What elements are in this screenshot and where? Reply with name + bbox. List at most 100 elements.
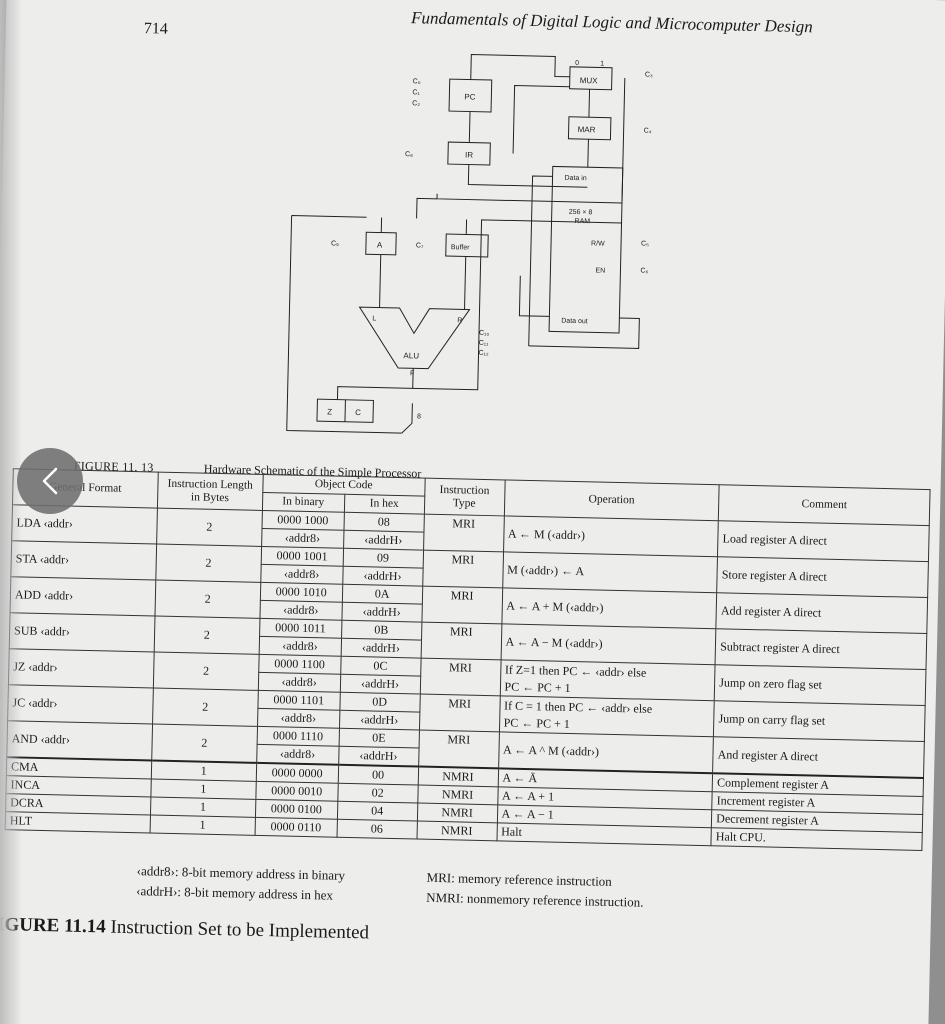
length-cell: 2 [151,723,258,763]
mar-label: MAR [578,125,596,134]
z-flag-label: Z [327,407,332,416]
type-cell: NMRI [416,803,498,823]
binary-addr-cell: ‹addr8› [258,636,342,657]
hex-cell: 0C [340,656,421,677]
page-number: 714 [143,20,169,38]
hex-addr-cell: ‹addrH› [341,602,422,623]
length-cell: 2 [152,688,259,727]
binary-cell: 0000 1101 [257,690,340,711]
header-operation: Operation [503,479,720,521]
data-out-label: Data out [561,318,588,326]
c-flag-label: C [355,408,361,417]
binary-addr-cell: ‹addr8› [260,564,343,585]
header-comment: Comment [718,484,931,526]
c8-label: C₈ [405,151,413,158]
alu-l-label: L [372,315,376,322]
header-in-binary: In binary [262,492,345,513]
mux-block [569,66,613,91]
instruction-set-table: General Format Instruction Length in Byt… [5,468,931,851]
comment-cell: And register A direct [712,736,925,779]
format-cell: JC ‹addr› [7,684,154,724]
operation-line: A ← A + M (‹addr›) [506,598,604,615]
hex-cell: 02 [337,783,418,804]
mux-label: MUX [580,76,599,85]
length-cell: 2 [153,652,259,691]
type-cell: MRI [422,550,504,588]
type-cell: NMRI [416,821,497,841]
binary-addr-cell: ‹addr8› [259,600,342,621]
type-cell: MRI [419,658,501,696]
c7-label: C₇ [416,242,424,249]
c4-label: C₄ [644,127,652,134]
hex-cell: 06 [336,819,417,840]
hex-addr-cell: ‹addrH› [340,638,422,659]
binary-cell: 0000 0000 [255,762,339,784]
length-cell: 2 [153,616,260,655]
ram-label: RAM [574,218,590,225]
binary-cell: 0000 0100 [255,799,338,820]
length-cell: 1 [149,814,256,836]
operation-cell: M (‹addr›) ← A [502,551,718,593]
length-cell: 1 [150,778,256,800]
ram-size-label: 256 × 8 [569,209,593,217]
length-cell: 1 [150,796,256,818]
length-cell: 1 [151,760,257,782]
c11-label: C₁₁ [479,340,490,347]
length-cell: 2 [155,544,262,583]
format-cell: STA ‹addr› [10,540,157,581]
buffer-label: Buffer [451,244,470,251]
binary-addr-cell: ‹addr8› [258,672,341,693]
mux-in1-label: 1 [600,60,604,67]
hex-addr-cell: ‹addrH› [342,566,423,587]
hex-addr-cell: ‹addrH› [338,746,419,767]
binary-cell: 0000 1100 [258,654,341,675]
alu-label: ALU [403,351,419,360]
binary-cell: 0000 0010 [255,781,338,802]
c3-label: C₃ [645,72,653,79]
comment-cell: Store register A direct [716,556,929,598]
operation-line: A ← A ^ M (‹addr›) [502,742,600,759]
operation-cell: A ← A − M (‹addr›) [500,623,717,665]
c5-label: C₅ [641,240,649,247]
hex-cell: 0B [341,620,422,641]
format-cell: SUB ‹addr› [9,612,155,653]
chevron-left-icon [42,467,58,495]
hex-cell: 04 [337,801,418,822]
figure-11-14-caption: FIGURE 11.14 Instruction Set to be Imple… [0,914,369,945]
binary-addr-cell: ‹addr8› [256,744,339,765]
binary-cell: 0000 1010 [260,582,343,603]
hex-cell: 0E [338,728,420,749]
type-cell: NMRI [417,766,499,787]
hex-cell: 09 [342,548,424,569]
data-in-label: Data in [564,175,586,183]
page-edge-shadow [0,0,22,1024]
hex-cell: 0D [339,692,420,713]
type-cell: MRI [420,622,502,660]
operation-cell: A ← M (‹addr›) [503,515,719,557]
operation-line: A ← A − M (‹addr›) [505,634,603,651]
format-cell: ADD ‹addr› [10,576,156,617]
hex-addr-cell: ‹addrH› [339,674,421,695]
comment-cell: Add register A direct [716,592,928,634]
hardware-schematic: MUX 0 1 MAR PC IR Data in 256 × 8 RAM R/… [286,54,653,434]
alu-block [358,306,471,370]
c6-label: C₆ [640,267,648,274]
hex-cell: 0A [341,584,423,605]
comment-cell: Halt CPU. [711,827,923,851]
bus-width-label: 8 [417,413,421,420]
length-cell: 2 [154,580,261,619]
c1-label: C₁ [412,89,420,96]
mux-in0-label: 0 [575,60,579,67]
c2-label: C₂ [412,100,420,107]
binary-cell: 0000 1110 [256,726,340,747]
operation-cell: A ← A + M (‹addr›) [501,587,717,629]
binary-cell: 0000 1011 [259,618,342,639]
binary-cell: 0000 1000 [261,510,345,531]
mar-block [567,116,612,141]
back-button[interactable] [17,448,83,514]
comment-cell: Jump on carry flag set [713,700,926,742]
running-header: Fundamentals of Digital Logic and Microc… [410,8,813,37]
